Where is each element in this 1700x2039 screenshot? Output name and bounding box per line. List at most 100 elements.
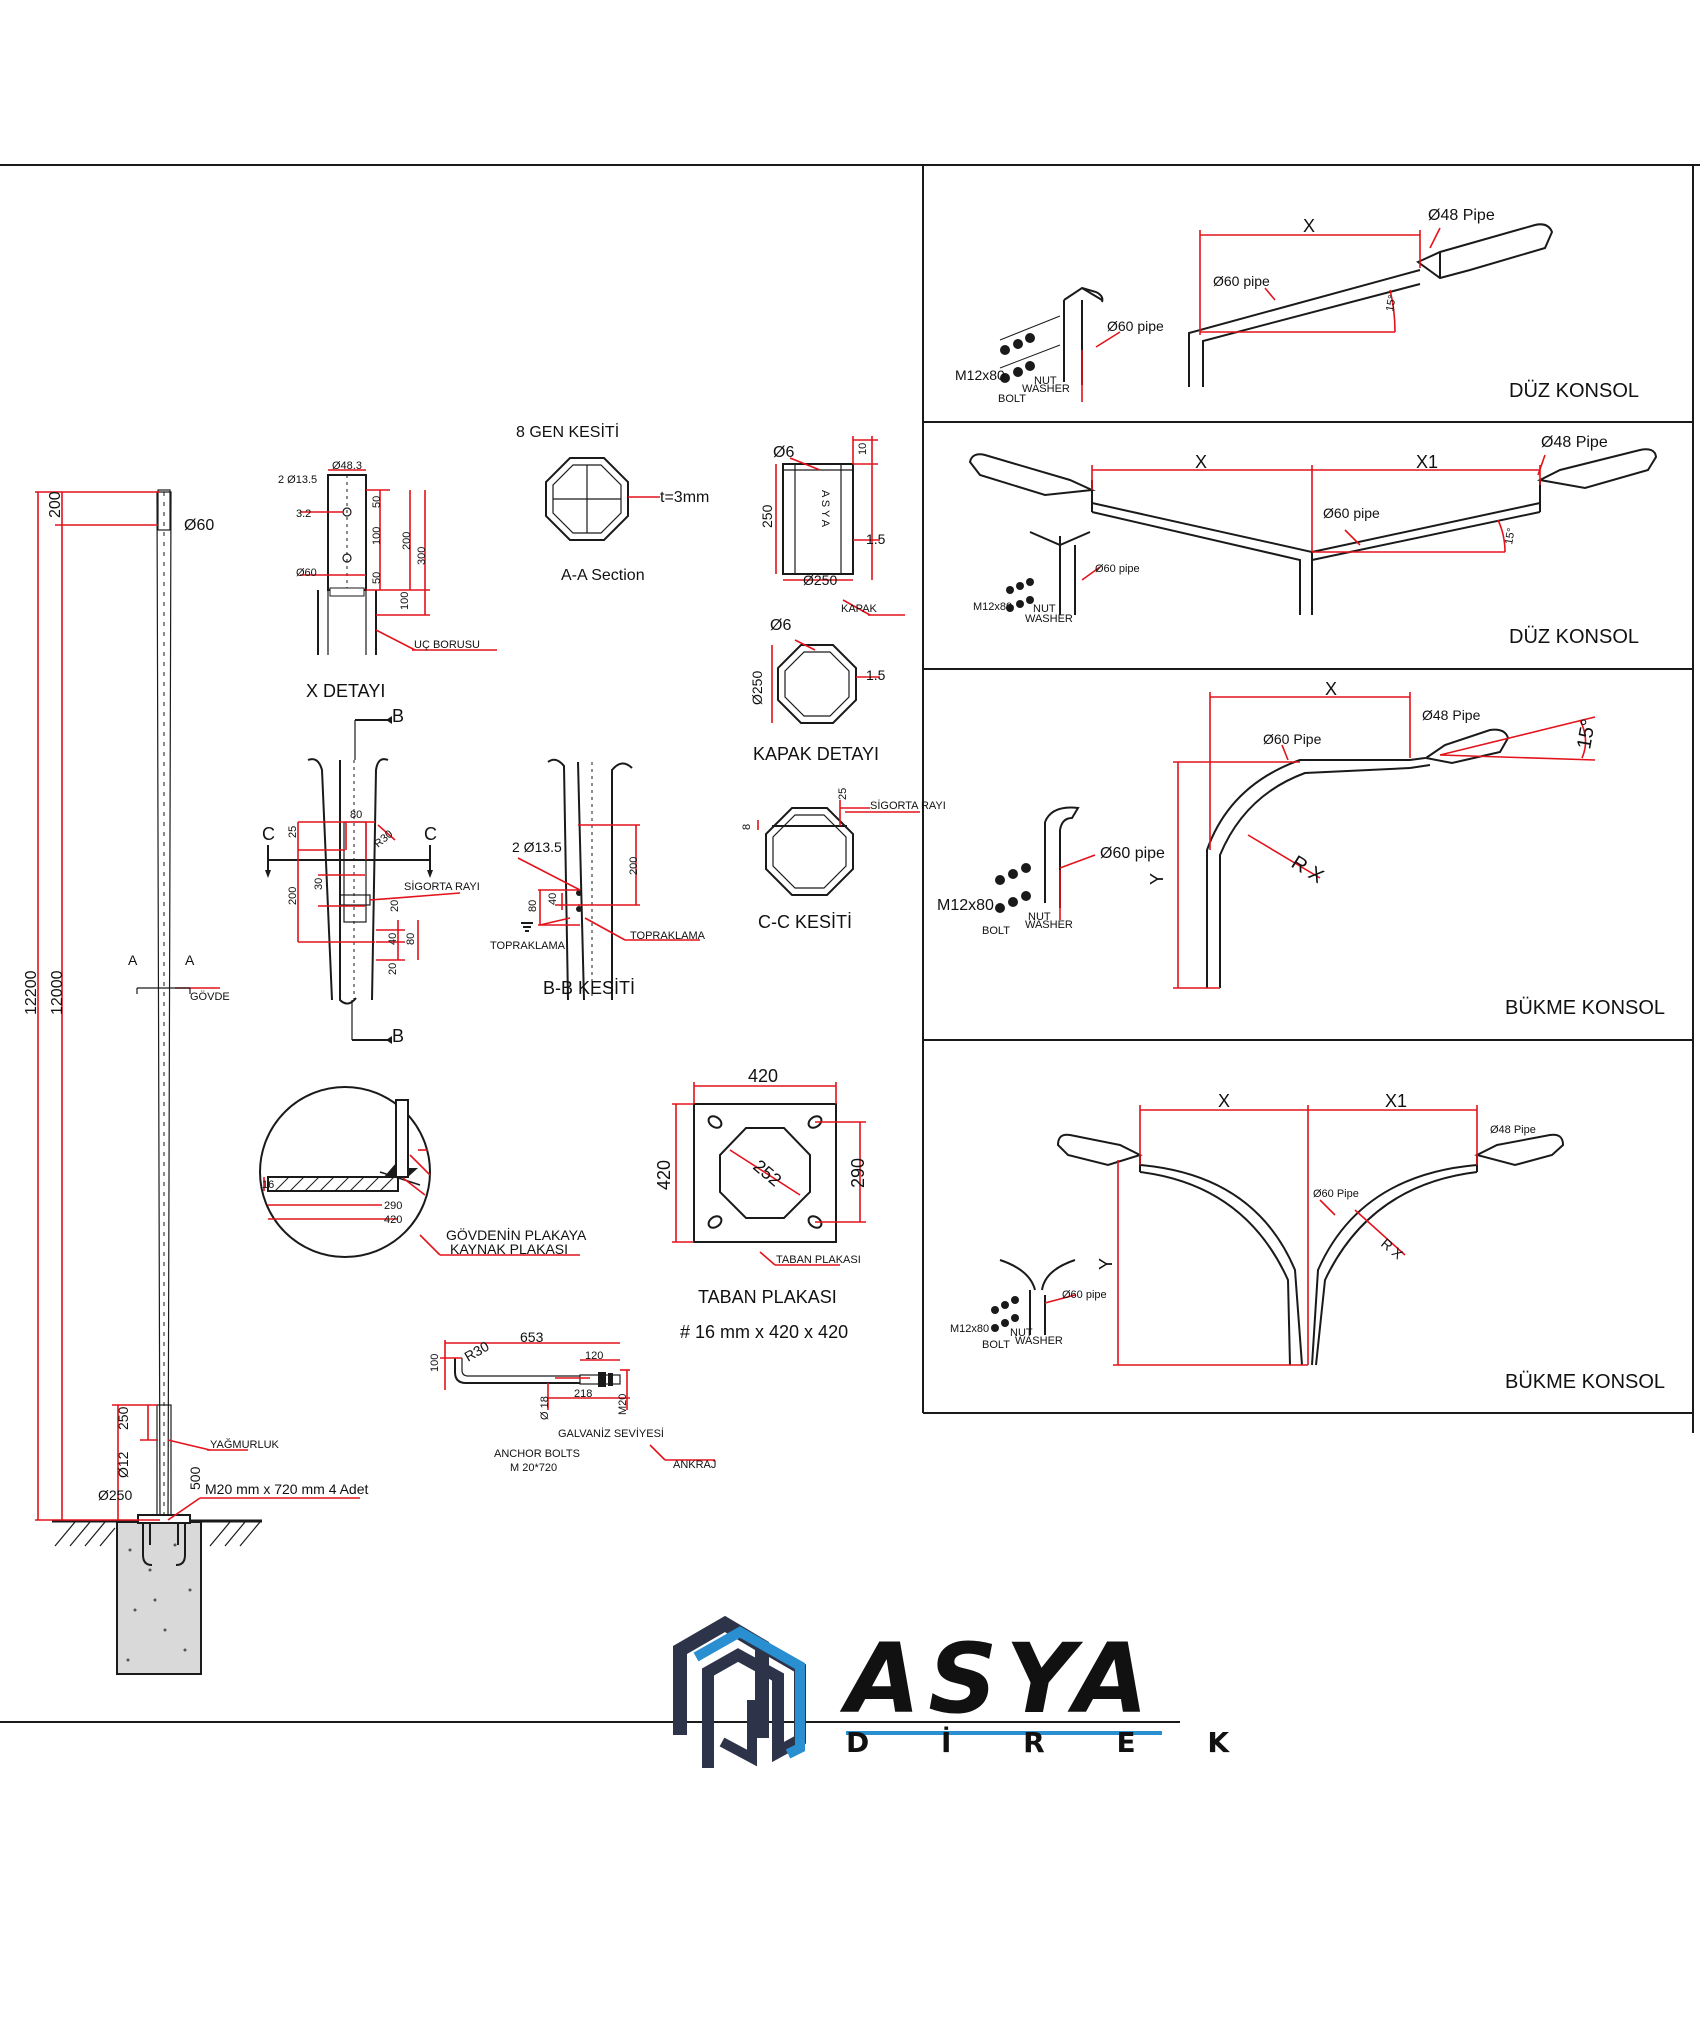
anchor-m20: M20 [617, 1394, 629, 1415]
console-1-washer: WASHER [1022, 383, 1070, 395]
foundation-block [116, 1521, 202, 1675]
x-holes-label: 2 Ø13.5 [278, 474, 317, 486]
console-4-boltl: BOLT [982, 1339, 1010, 1351]
console-2-angle: 15° [1503, 527, 1518, 545]
console-1-nut: NUT [1034, 375, 1057, 387]
x-d200: 200 [401, 532, 413, 550]
kapak-d10: 10 [857, 443, 869, 455]
kapak-detail-dia: Ø6 [770, 617, 791, 634]
console-3-title: BÜKME KONSOL [1505, 997, 1665, 1019]
console-4-dimensions [1044, 1105, 1478, 1366]
base-plate-title: TABAN PLAKASI [698, 1287, 837, 1307]
console-4-pipe60: Ø60 Pipe [1313, 1188, 1359, 1200]
anchor-d653: 653 [520, 1329, 544, 1345]
anchor-spec-label: M20 mm x 720 mm 4 Adet [205, 1481, 369, 1497]
top-dim-label: 200 [47, 491, 64, 518]
console-2-drawing [968, 448, 1658, 615]
base-plate-label: TABAN PLAKASI [776, 1254, 861, 1266]
bb-title: B-B KESİTİ [543, 978, 635, 998]
anchor-galv: GALVANİZ SEVİYESİ [558, 1427, 664, 1440]
cc-label: SİGORTA RAYI [870, 799, 946, 812]
side-fuse-rail: SİGORTA RAYI [404, 880, 480, 893]
x-detail-title: X DETAYI [306, 681, 385, 701]
bb-ground2: TOPRAKLAMA [490, 940, 566, 952]
x-dim32-label: 3.2 [296, 508, 311, 520]
section-mark-a-left: A [128, 952, 138, 968]
console-2-pipe60b: Ø60 pipe [1095, 563, 1140, 575]
x-d50b: 50 [371, 572, 383, 584]
kapak-detail-drawing [771, 639, 880, 724]
side-mark-c-left: C [262, 824, 275, 844]
x-label: UÇ BORUSU [414, 639, 480, 651]
base-plate-inner: 252 [749, 1156, 785, 1191]
side-d20b: 20 [387, 963, 399, 975]
base-plate-bolt-spacing: 290 [848, 1158, 868, 1188]
bb-d80: 80 [527, 900, 539, 912]
cc-d8: 8 [741, 824, 753, 830]
body-label: GÖVDE [190, 991, 230, 1003]
console-3-y: Y [1147, 873, 1167, 885]
kapak-dia250: Ø250 [803, 572, 837, 588]
weld-d420: 420 [384, 1214, 402, 1226]
console-4-drawing [991, 1133, 1565, 1366]
anchor-title1: ANCHOR BOLTS [494, 1448, 580, 1460]
console-4-bolt: M12x80 [950, 1323, 989, 1335]
anchor-label: ANKRAJ [673, 1459, 716, 1471]
console-4-rx: R X [1378, 1235, 1407, 1263]
weld-label2: KAYNAK PLAKASI [450, 1241, 568, 1257]
side-view-drawing [265, 716, 433, 1044]
kapak-d15: 1.5 [866, 531, 886, 547]
console-4-pipe60b: Ø60 pipe [1062, 1289, 1107, 1301]
side-view-dimensions [297, 821, 461, 961]
console-3-rx: R X [1287, 852, 1327, 888]
console-1-drawing [999, 223, 1554, 387]
console-2-washer: WASHER [1025, 613, 1073, 625]
console-3-pipe60b: Ø60 pipe [1100, 845, 1165, 862]
total-height-label: 12200 [23, 970, 40, 1015]
weld-d16: 16 [262, 1179, 274, 1191]
console-2-title: DÜZ KONSOL [1509, 626, 1639, 648]
x-dia483-label: Ø48.3 [332, 460, 362, 472]
console-4-x1: X1 [1385, 1091, 1407, 1111]
console-1-pipe60b: Ø60 pipe [1107, 318, 1164, 334]
kapak-label: KAPAK [841, 603, 878, 615]
bb-section-drawing [521, 758, 633, 1001]
asya-logo: ASYA D İ R E K [673, 1615, 1260, 1768]
logo-sub: D İ R E K [846, 1725, 1260, 1759]
console-3-drawing [995, 728, 1510, 988]
console-4-washer: WASHER [1015, 1335, 1063, 1347]
side-d80b: 80 [405, 933, 417, 945]
bb-d40: 40 [547, 893, 559, 905]
pole-dimensions [35, 491, 360, 1521]
kapak-dia: Ø6 [773, 444, 794, 461]
kapak-brand: A S Y A [819, 490, 831, 528]
console-2-dimensions [1081, 454, 1546, 581]
body-height-label: 12000 [49, 970, 66, 1015]
console-1-x: X [1303, 216, 1315, 236]
aa-title: A-A Section [561, 567, 645, 584]
console-1-bolt: M12x80 [955, 367, 1005, 383]
console-3-angle: 15° [1573, 717, 1600, 751]
side-mark-c-right: C [424, 824, 437, 844]
console-3-pipe60: Ø60 Pipe [1263, 731, 1322, 747]
base-plate-spec: # 16 mm x 420 x 420 [680, 1322, 848, 1342]
side-mark-b-bottom: B [392, 1026, 404, 1046]
x-d50a: 50 [371, 496, 383, 508]
bb-section-dimensions [517, 824, 700, 941]
console-1-angle: 15° [1384, 294, 1399, 312]
console-2-pipe48: Ø48 Pipe [1541, 434, 1608, 451]
anchor-d218: 218 [574, 1388, 592, 1400]
anchor-d100: 100 [429, 1354, 441, 1372]
console-2-x1: X1 [1416, 452, 1438, 472]
console-1-pipe60: Ø60 pipe [1213, 273, 1270, 289]
weld-label1: GÖVDENİN PLAKAYA [446, 1226, 587, 1243]
console-1-title: DÜZ KONSOL [1509, 380, 1639, 402]
kapak-drawing [775, 436, 905, 616]
console-4-pipe48: Ø48 Pipe [1490, 1124, 1536, 1136]
console-3-washer: WASHER [1025, 919, 1073, 931]
x-detail-drawing [317, 474, 377, 655]
bb-d200: 200 [628, 857, 640, 875]
aa-thickness: t=3mm [660, 489, 709, 506]
x-d100b: 100 [399, 592, 411, 610]
x-d100a: 100 [371, 527, 383, 545]
